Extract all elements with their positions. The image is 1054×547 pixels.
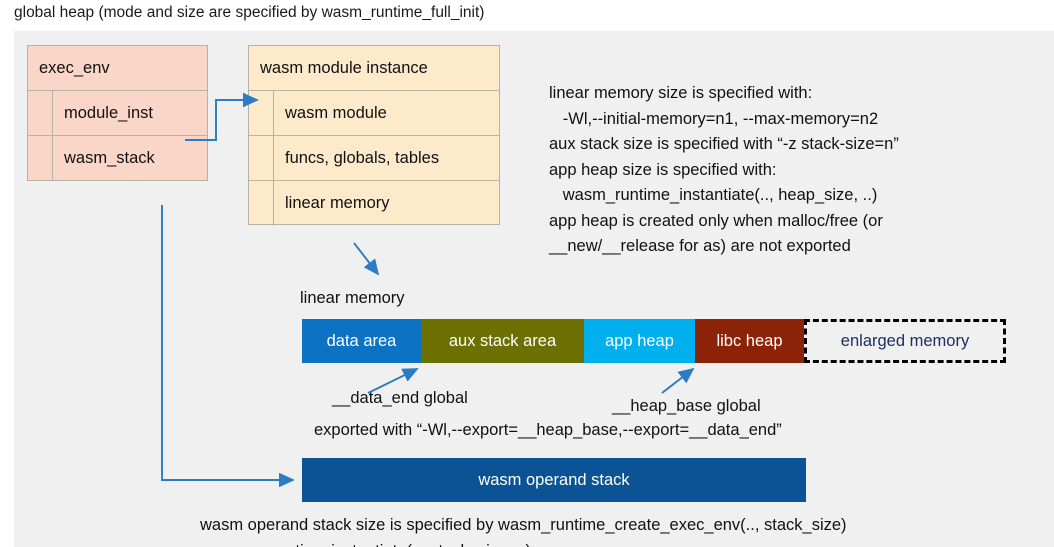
module-instance-field-label: funcs, globals, tables <box>285 148 440 167</box>
wasm-module-instance-box: wasm module instance wasm module funcs, … <box>248 45 500 226</box>
page-title: global heap (mode and size are specified… <box>14 4 485 21</box>
memory-segment-data-area: data area <box>302 319 421 363</box>
module-instance-field-label: wasm module <box>285 103 387 122</box>
diagram-panel: exec_env module_inst wasm_stack wasm mod… <box>14 31 1054 547</box>
module-instance-field-wasm-module: wasm module <box>249 91 499 136</box>
caption-line: wasm operand stack size is specified by … <box>200 516 847 534</box>
wasm-operand-stack-bar: wasm operand stack <box>302 458 806 502</box>
note-line: linear memory size is specified with: <box>549 84 813 102</box>
memory-segment-app-heap: app heap <box>584 319 695 363</box>
module-instance-header: wasm module instance <box>249 46 499 91</box>
operand-stack-caption: wasm operand stack size is specified by … <box>200 513 847 547</box>
module-instance-field-funcs-globals-tables: funcs, globals, tables <box>249 136 499 181</box>
linear-memory-label: linear memory <box>300 289 405 307</box>
exec-env-field-wasm-stack: wasm_stack <box>28 136 207 181</box>
memory-segment-aux-stack-area: aux stack area <box>421 319 584 363</box>
module-instance-gutter <box>249 181 274 226</box>
module-instance-gutter <box>249 136 274 180</box>
module-instance-gutter <box>249 91 274 135</box>
exec-env-box: exec_env module_inst wasm_stack <box>27 45 208 181</box>
memory-segment-libc-heap: libc heap <box>695 319 804 363</box>
exec-env-field-module-inst: module_inst <box>28 91 207 136</box>
caption-line: or wasm_runtine_instantiate(.., stack_si… <box>200 539 847 547</box>
connector-linear-memory-to-bar <box>353 242 380 276</box>
connector-wasm-stack-to-operand-stack <box>161 205 295 488</box>
memory-segment-enlarged-memory: enlarged memory <box>804 319 1006 363</box>
note-line: __new/__release for as) are not exported <box>549 237 851 255</box>
note-line: -Wl,--initial-memory=n1, --max-memory=n2 <box>549 109 879 128</box>
exec-env-gutter <box>28 91 53 135</box>
exec-env-gutter <box>28 136 53 181</box>
exec-env-field-label: wasm_stack <box>64 149 155 167</box>
annotation-data-end: __data_end global <box>332 389 468 407</box>
note-line: app heap size is specified with: <box>549 160 777 179</box>
note-line: wasm_runtime_instantiate(.., heap_size, … <box>549 186 878 204</box>
exec-env-header: exec_env <box>28 46 207 91</box>
annotation-exported-with: exported with “-Wl,--export=__heap_base,… <box>314 421 782 439</box>
annotation-heap-base: __heap_base global <box>612 397 761 415</box>
memory-config-notes: linear memory size is specified with: -W… <box>549 81 899 260</box>
note-line: aux stack size is specified with “-z sta… <box>549 135 899 153</box>
module-instance-field-linear-memory: linear memory <box>249 181 499 226</box>
note-line: app heap is created only when malloc/fre… <box>549 211 883 230</box>
exec-env-field-label: module_inst <box>64 103 153 122</box>
module-instance-field-label: linear memory <box>285 194 390 212</box>
pointer-heap-base <box>661 367 695 394</box>
